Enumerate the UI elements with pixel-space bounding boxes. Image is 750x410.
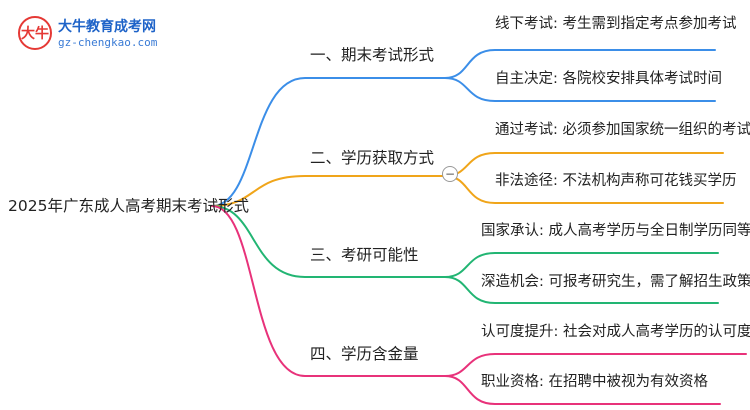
logo-title: 大牛教育成考网 (58, 19, 156, 35)
leaf-node-2-1: 通过考试: 必须参加国家统一组织的考试 (495, 122, 750, 138)
branch-edge-2 (211, 175, 446, 207)
branch-node-2: 二、学历获取方式 (310, 149, 435, 167)
branch-edge-1 (211, 77, 446, 207)
leaf-node-3-2: 深造机会: 可报考研究生，需了解招生政策 (481, 274, 750, 290)
leaf-edge-4-1 (444, 353, 747, 377)
branch-node-4: 四、学历含金量 (310, 345, 419, 363)
branch-edge-3 (211, 205, 446, 278)
leaf-edge-4-2 (444, 375, 721, 405)
branch-node-3: 三、考研可能性 (310, 246, 419, 264)
leaf-node-4-2: 职业资格: 在招聘中被视为有效资格 (481, 374, 708, 390)
branch-node-1: 一、期末考试形式 (310, 46, 435, 64)
leaf-edge-1-1 (444, 49, 716, 79)
root-node: 2025年广东成人高考期末考试形式 (8, 197, 249, 215)
leaf-edge-3-1 (444, 252, 719, 278)
leaf-node-1-2: 自主决定: 各院校安排具体考试时间 (495, 71, 722, 87)
logo-badge-icon: 大牛 (18, 16, 52, 50)
logo-url: gz-chengkao.com (58, 36, 158, 49)
collapse-toggle-icon[interactable]: − (442, 166, 458, 182)
leaf-edge-3-2 (444, 276, 719, 304)
leaf-node-4-1: 认可度提升: 社会对成人高考学历的认可度提高 (481, 324, 750, 340)
branch-edge-4 (211, 205, 446, 377)
site-logo[interactable]: 大牛 大牛教育成考网 gz-chengkao.com (18, 14, 188, 58)
leaf-edge-1-2 (444, 77, 716, 102)
leaf-node-3-1: 国家承认: 成人高考学历与全日制学历同等 (481, 223, 750, 239)
leaf-node-2-2: 非法途径: 不法机构声称可花钱买学历 (495, 173, 737, 189)
leaf-node-1-1: 线下考试: 考生需到指定考点参加考试 (495, 16, 737, 32)
